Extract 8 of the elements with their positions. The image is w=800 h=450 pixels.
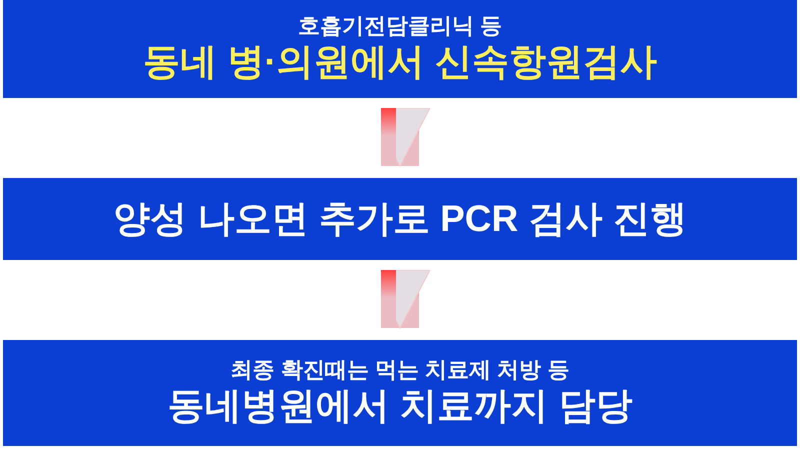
box-heading: 동네 병·의원에서 신속항원검사: [143, 40, 657, 84]
box-subheading: 최종 확진때는 먹는 치료제 처방 등: [230, 356, 570, 384]
box-subheading: 호흡기전담클리닉 등: [298, 12, 502, 40]
process-box: [3, 178, 797, 260]
process-box: [3, 0, 797, 98]
box-heading: 동네병원에서 치료까지 담당: [168, 384, 632, 428]
box-heading: 양성 나오면 추가로 PCR 검사 진행: [113, 196, 687, 241]
process-box: [3, 340, 797, 446]
